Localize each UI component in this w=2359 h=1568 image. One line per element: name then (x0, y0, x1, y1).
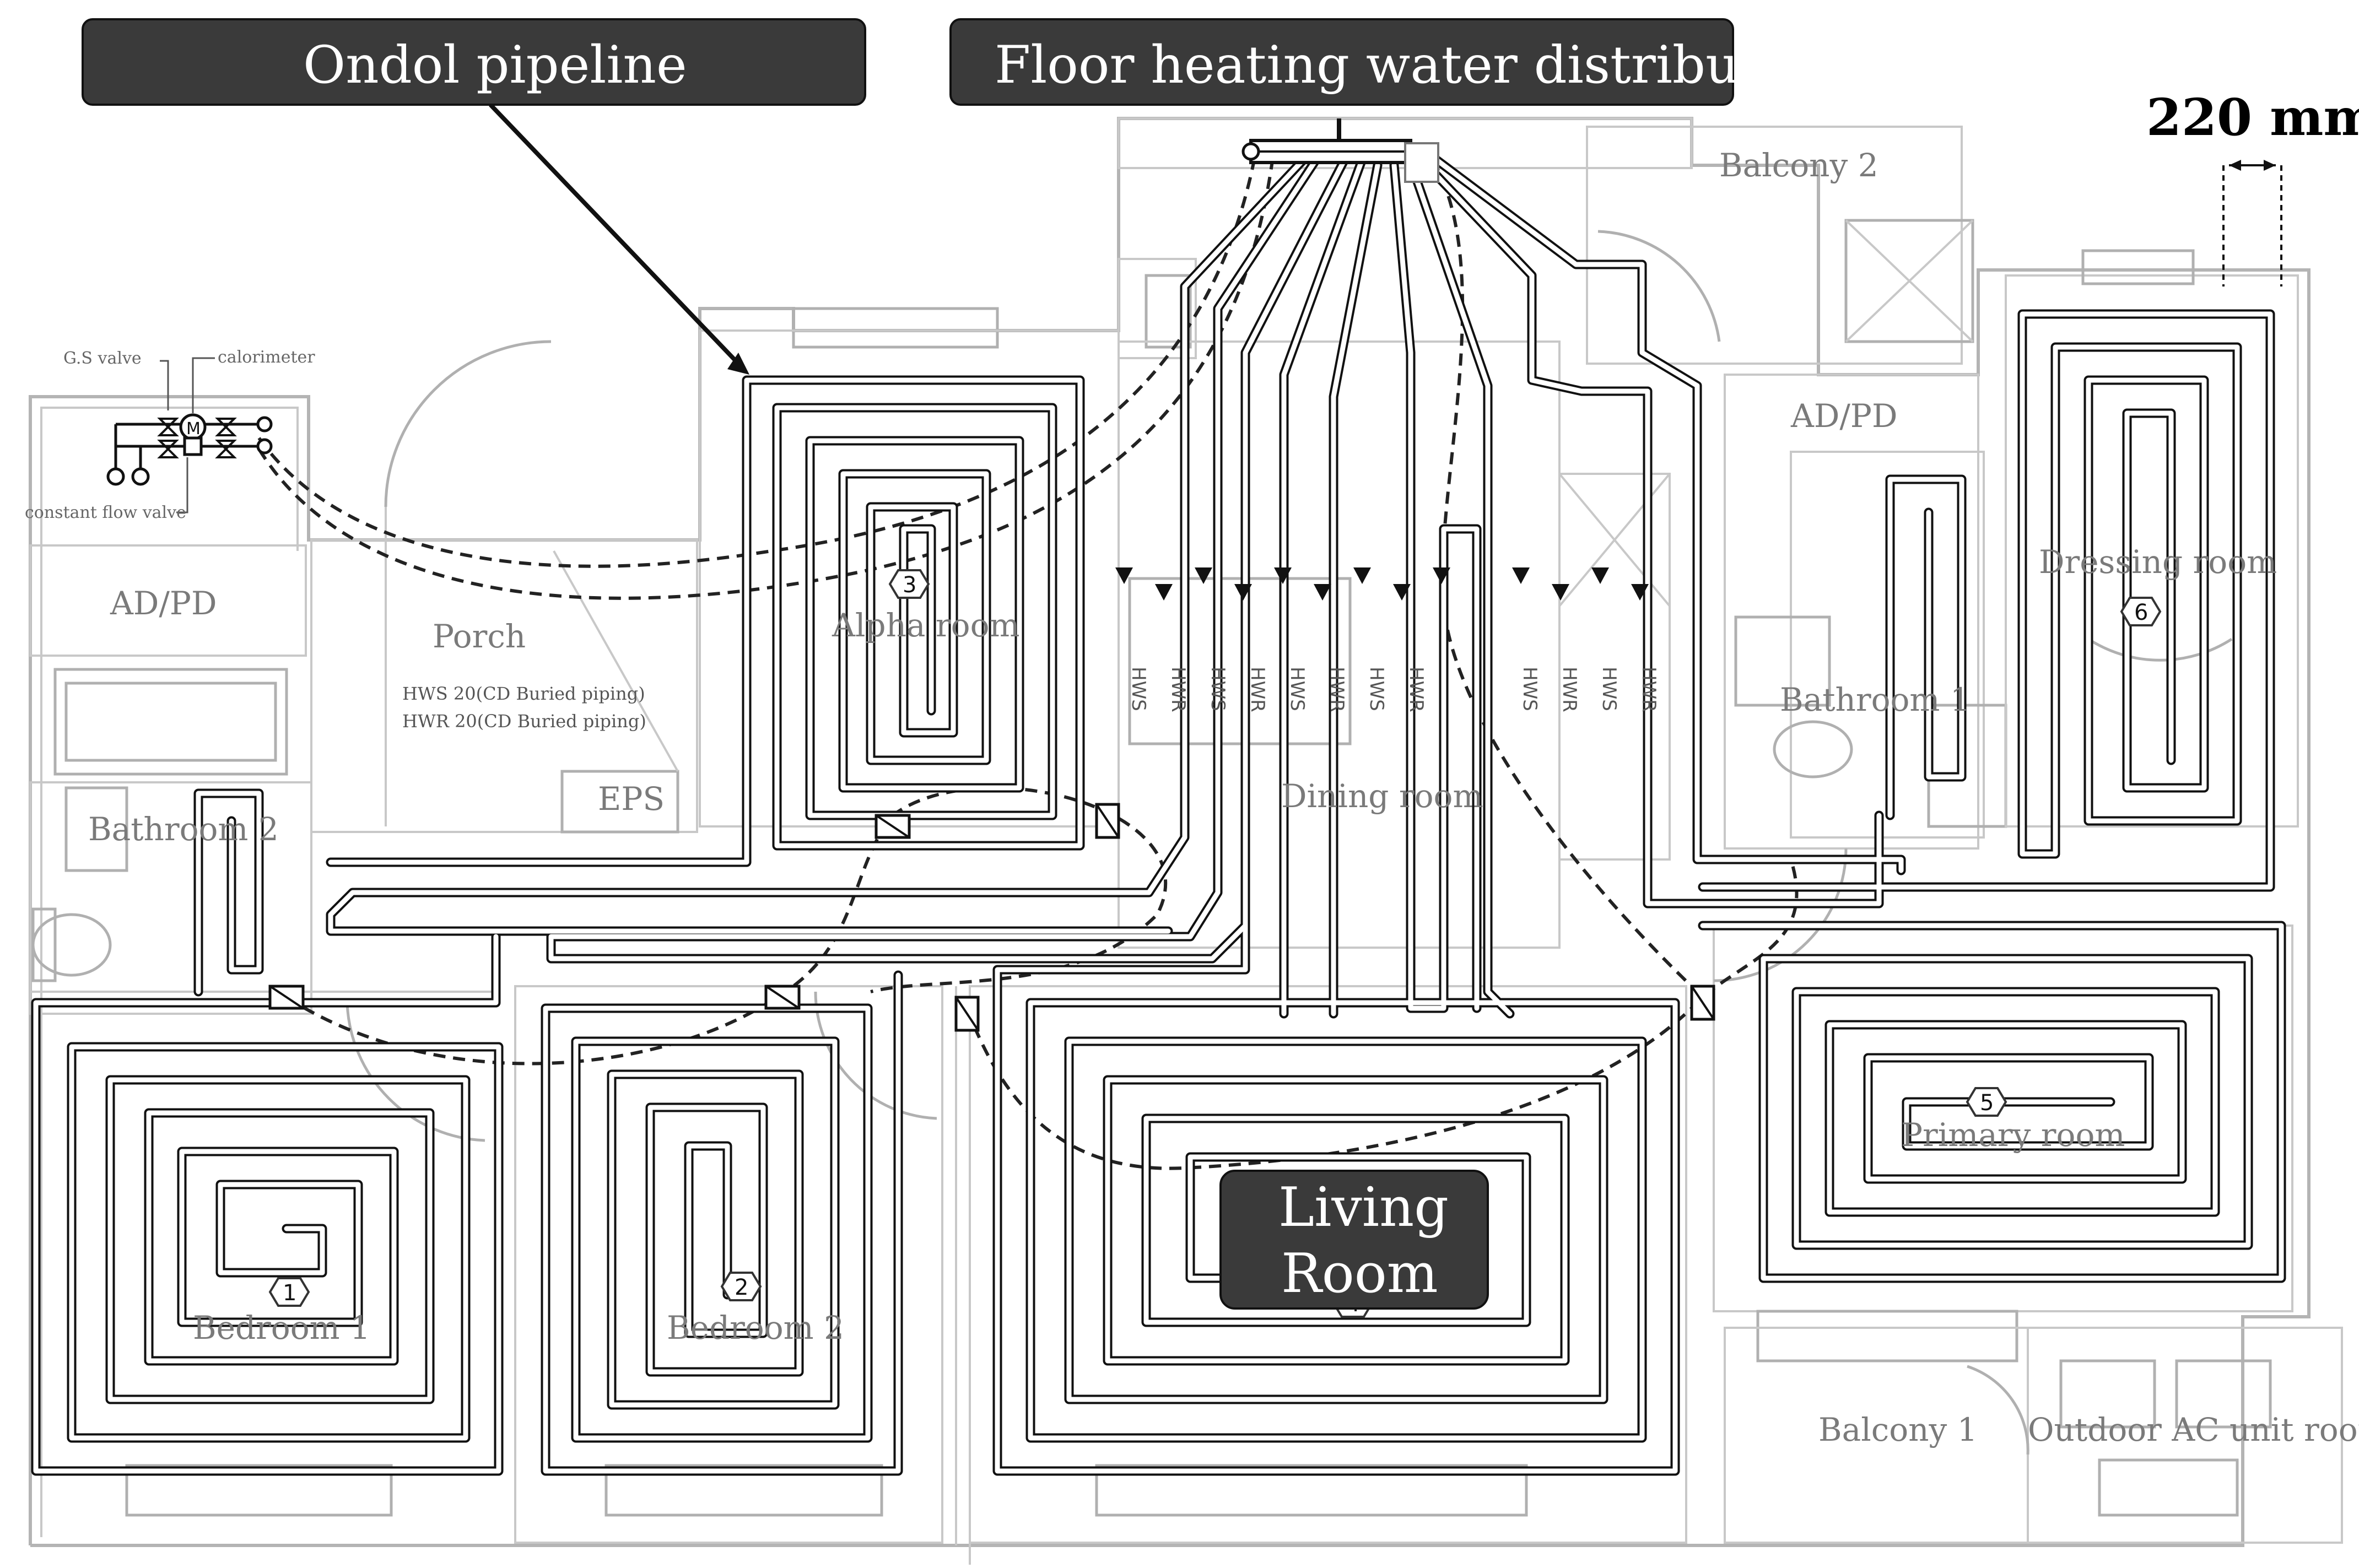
zone-marker-6: 6 (2120, 597, 2162, 626)
svg-text:HWS: HWS (1519, 667, 1541, 711)
label-primary-room: Primary room (1901, 1116, 2125, 1154)
svg-text:HWR: HWR (1558, 667, 1580, 712)
label-bedroom-2: Bedroom 2 (667, 1309, 844, 1347)
label-calorimeter: calorimeter (218, 348, 315, 367)
callout-living-line1: Living (1278, 1176, 1449, 1239)
pipe-main2-inner (548, 160, 1317, 961)
callout-distributor-text: Floor heating water distributor (995, 35, 1816, 95)
svg-text:HWS: HWS (1598, 667, 1620, 711)
pipe-din1-inner (1281, 160, 1364, 1017)
valve-2 (1095, 803, 1120, 839)
svg-text:HWS: HWS (1127, 667, 1149, 711)
valve-5 (954, 996, 980, 1032)
svg-text:HWS: HWS (1286, 667, 1308, 711)
pipe-bath1-inner (1887, 477, 1964, 818)
label-gs-valve: G.S valve (63, 349, 142, 368)
label-bathroom-2: Bathroom 2 (88, 810, 279, 848)
pipe-bed2-inner (543, 972, 901, 1474)
architecture-walls (29, 117, 2343, 1565)
valve-symbols (268, 803, 1715, 1032)
pipe-din4-inner (1408, 160, 1513, 1017)
pipe-living-inner (995, 157, 1678, 1474)
svg-text:HWR: HWR (1405, 667, 1427, 712)
pipe-primary-inner (1700, 923, 2284, 1281)
pipe-din3-inner (1391, 163, 1480, 1011)
pipe-din4 (1406, 158, 1515, 1019)
dimension-label: 220 mm (2146, 88, 2359, 147)
label-ad-pd-right: AD/PD (1790, 397, 1897, 435)
svg-text:6: 6 (2134, 600, 2148, 625)
pipe-right1-inner (1419, 157, 1882, 906)
svg-text:2: 2 (735, 1275, 748, 1300)
callout-distributor: Floor heating water distributor (949, 18, 1816, 106)
pipe-dress (1698, 309, 2275, 892)
heating-pipe-loops (31, 152, 2286, 1476)
zone-marker-2: 2 (720, 1272, 762, 1301)
label-balcony-2: Balcony 2 (1719, 147, 1878, 184)
pipe-alpha-inner (328, 377, 1083, 865)
zone-marker-1: 1 (268, 1277, 310, 1307)
svg-text:1: 1 (283, 1280, 296, 1306)
svg-text:3: 3 (903, 572, 916, 598)
callout-ondol-text: Ondol pipeline (303, 35, 687, 95)
pipe-codes: HWS HWR HWS HWR HWS HWR HWS HWR HWS HWR … (1127, 667, 1660, 712)
label-dining-room: Dining room (1281, 777, 1483, 815)
label-bathroom-1: Bathroom 1 (1780, 681, 1971, 718)
label-ad-pd-left: AD/PD (110, 585, 217, 622)
svg-text:HWR: HWR (1246, 667, 1268, 712)
callout-living-line2: Room (1281, 1242, 1438, 1305)
svg-text:HWR: HWR (1326, 667, 1348, 712)
pipe-right2 (1428, 152, 1906, 875)
room-labels: Balcony 2 AD/PD AD/PD Porch EPS Alpha ro… (88, 147, 2359, 1448)
pipe-bath2-inner (196, 791, 262, 994)
label-hws-piping: HWS 20(CD Buried piping) (402, 683, 645, 704)
valve-3 (268, 985, 305, 1010)
pipe-dress-inner (1700, 311, 2273, 890)
small-annotations: G.S valve calorimeter constant flow valv… (25, 348, 646, 732)
valve-4 (764, 985, 801, 1010)
label-balcony-1: Balcony 1 (1818, 1411, 1978, 1448)
pipe-din2-inner (1331, 163, 1380, 1017)
label-alpha-room: Alpha room (832, 607, 1020, 644)
label-porch: Porch (433, 618, 526, 655)
valve-schematic: M (106, 357, 273, 513)
svg-text:M: M (186, 419, 201, 439)
label-bedroom-1: Bedroom 1 (193, 1309, 370, 1347)
valve-1 (874, 814, 911, 839)
label-hwr-piping: HWR 20(CD Buried piping) (402, 711, 646, 732)
pipe-bath1 (1885, 474, 1967, 820)
label-dressing-room: Dressing room (2039, 543, 2277, 581)
svg-text:HWS: HWS (1207, 667, 1229, 711)
manifold (1241, 118, 1439, 183)
label-outdoor-ac: Outdoor AC unit room (2028, 1411, 2359, 1448)
label-constant-flow: constant flow valve (25, 503, 186, 522)
valve-6 (1690, 985, 1715, 1021)
label-eps: EPS (598, 780, 665, 818)
svg-text:HWR: HWR (1167, 667, 1189, 712)
zone-marker-3: 3 (888, 569, 930, 599)
zone-marker-5: 5 (1966, 1087, 2007, 1117)
pipe-main1-inner (328, 154, 1309, 934)
svg-text:HWS: HWS (1365, 667, 1388, 711)
pipe-bed1-inner (33, 934, 501, 1474)
svg-text:5: 5 (1980, 1090, 1994, 1116)
svg-text:HWR: HWR (1638, 667, 1660, 712)
callout-arrows (489, 103, 749, 375)
callout-ondol: Ondol pipeline (82, 18, 866, 106)
pipe-bed2 (541, 970, 903, 1476)
pipe-right2-inner (1430, 154, 1904, 873)
flow-arrows (1115, 567, 1649, 601)
dimension-220mm: 220 mm (2146, 88, 2359, 286)
callout-living-room: Living Room (1219, 1170, 1489, 1310)
